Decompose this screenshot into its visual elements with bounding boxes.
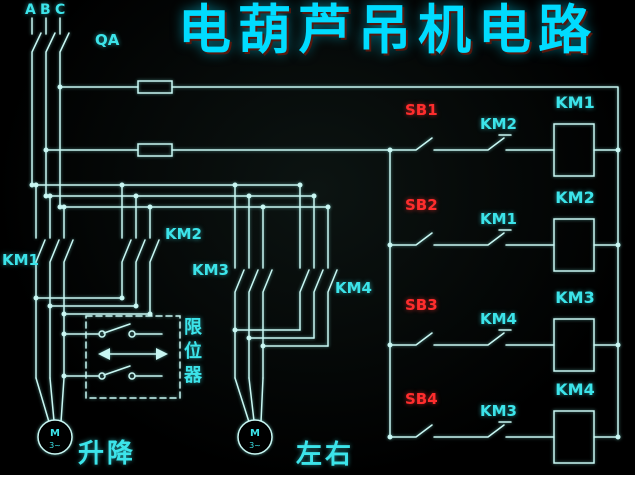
limit-contact-dot: [98, 372, 106, 380]
isolator-label: QA: [95, 31, 120, 49]
limit-contact-dot: [128, 330, 136, 338]
phase-b-label: B: [40, 2, 51, 18]
rung2-interlock-label: KM1: [480, 210, 517, 228]
km1-contacts: [35, 184, 74, 379]
trolley-motor-symbol: M: [250, 428, 260, 439]
km2-contacts: [121, 184, 160, 315]
km2-coil-label: KM2: [555, 188, 595, 207]
limit-switch-box: [63, 315, 181, 399]
km4-coil-label: KM4: [555, 380, 595, 399]
hoist-motor-phase: 3~: [49, 441, 61, 450]
limit-switch-label: 限位器: [181, 317, 202, 389]
trolley-caption: 左右: [296, 440, 355, 470]
trolley-merge-wires: [234, 329, 329, 423]
sb1-button-label: SB1: [405, 101, 438, 119]
hoist-fwd-contactor-label: KM1: [2, 251, 39, 269]
trolley-rev-contactor-label: KM4: [335, 279, 372, 297]
km1-coil: [553, 123, 595, 177]
sb4-button-label: SB4: [405, 390, 438, 408]
sb2-button-label: SB2: [405, 196, 438, 214]
km3-contacts: [234, 184, 273, 379]
distribution-bus-wires: [31, 184, 329, 208]
trolley-fwd-contactor-label: KM3: [192, 261, 229, 279]
limit-contact-dot: [98, 330, 106, 338]
hoist-caption: 升降: [78, 439, 137, 469]
hoist-motor-symbol: M: [50, 428, 60, 439]
trolley-motor: M 3~: [237, 419, 273, 455]
hoist-merge-wires: [35, 297, 151, 423]
km3-coil-label: KM3: [555, 288, 595, 307]
travel-direction-arrow: [98, 348, 168, 360]
km2-coil: [553, 218, 595, 272]
km4-contacts: [299, 184, 338, 347]
junction-dots: [29, 84, 621, 440]
phase-c-label: C: [55, 2, 66, 18]
trolley-motor-phase: 3~: [249, 441, 261, 450]
km1-coil-label: KM1: [555, 93, 595, 112]
fuse-1: [137, 80, 173, 94]
limit-contact-dot: [128, 372, 136, 380]
rung4-interlock-label: KM3: [480, 402, 517, 420]
control-rung-wires: [389, 134, 619, 438]
sb3-button-label: SB3: [405, 296, 438, 314]
power-input-wires: [31, 17, 70, 208]
page-title: 电葫芦吊机电路: [178, 0, 598, 61]
rung1-interlock-label: KM2: [480, 115, 517, 133]
km4-coil: [553, 410, 595, 464]
phase-a-label: A: [25, 2, 36, 18]
km3-coil: [553, 318, 595, 372]
control-supply-wires: [45, 80, 619, 438]
hoist-motor: M 3~: [37, 419, 73, 455]
hoist-rev-contactor-label: KM2: [165, 225, 202, 243]
rung3-interlock-label: KM4: [480, 310, 517, 328]
fuse-2: [137, 143, 173, 157]
